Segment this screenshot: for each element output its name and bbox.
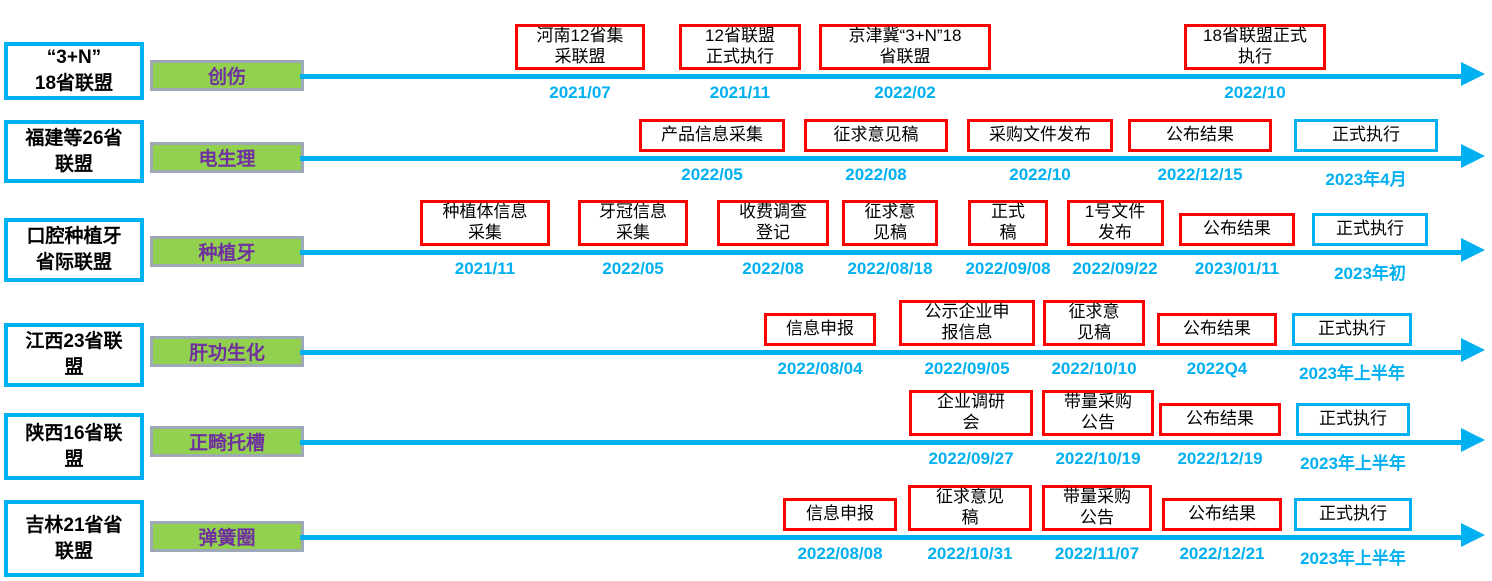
alliance-label: 陕西16省联 盟 (4, 413, 144, 480)
milestone-box: 公布结果 (1157, 313, 1277, 346)
timeline-line (300, 74, 1463, 79)
milestone-box: 京津冀“3+N”18 省联盟 (819, 24, 991, 70)
arrowhead-icon (1461, 62, 1485, 86)
milestone-date: 2022/02 (874, 83, 936, 102)
milestone-box: 信息申报 (783, 498, 897, 531)
timeline-line (300, 535, 1463, 540)
arrowhead-icon (1461, 144, 1485, 168)
milestone-box: 种植体信息 采集 (420, 200, 550, 246)
milestone-date: 2022/11/07 (1054, 544, 1140, 563)
milestone-date: 2022/12/19 (1177, 449, 1263, 468)
milestone-box: 河南12省集 采联盟 (515, 24, 645, 70)
category-label: 种植牙 (150, 236, 304, 267)
milestone-date: 2022/05 (681, 165, 743, 184)
milestone-date: 2022/10/19 (1055, 449, 1141, 468)
milestone-date: 2023/01/11 (1194, 259, 1280, 278)
milestone-date: 2021/07 (549, 83, 611, 102)
milestone-date: 2022/08 (742, 259, 804, 278)
timeline-line (300, 440, 1463, 445)
milestone-box: 产品信息采集 (639, 119, 785, 152)
timeline-line (300, 350, 1463, 355)
milestone-box: 企业调研 会 (909, 390, 1033, 436)
category-label: 创伤 (150, 60, 304, 91)
milestone-box: 征求意 见稿 (1043, 300, 1145, 346)
arrowhead-icon (1461, 338, 1485, 362)
milestone-date: 2022/12/15 (1157, 165, 1243, 184)
milestone-date: 2022/10/10 (1051, 359, 1137, 378)
milestone-box: 征求意见稿 (804, 119, 948, 152)
milestone-date: 2023年初 (1334, 264, 1406, 283)
milestone-date: 2022/09/05 (924, 359, 1010, 378)
milestone-date: 2022Q4 (1186, 359, 1248, 378)
milestone-box: 收费调查 登记 (717, 200, 829, 246)
category-label: 正畸托槽 (150, 426, 304, 457)
arrowhead-icon (1461, 428, 1485, 452)
alliance-label: 江西23省联 盟 (4, 323, 144, 387)
category-label: 电生理 (150, 142, 304, 173)
final-milestone-box: 正式执行 (1312, 213, 1428, 246)
milestone-date: 2022/08/04 (777, 359, 863, 378)
final-milestone-box: 正式执行 (1292, 313, 1412, 346)
milestone-box: 公示企业申 报信息 (899, 300, 1035, 346)
milestone-date: 2022/08 (845, 165, 907, 184)
milestone-box: 采购文件发布 (967, 119, 1113, 152)
category-label: 弹簧圈 (150, 521, 304, 552)
final-milestone-box: 正式执行 (1296, 403, 1410, 436)
milestone-date: 2022/10 (1009, 165, 1071, 184)
timeline-line (300, 250, 1463, 255)
alliance-label: 吉林21省省 联盟 (4, 500, 144, 577)
milestone-date: 2023年4月 (1325, 170, 1407, 189)
milestone-box: 信息申报 (764, 313, 876, 346)
milestone-date: 2022/09/08 (965, 259, 1051, 278)
milestone-box: 1号文件 发布 (1066, 200, 1164, 246)
arrowhead-icon (1461, 523, 1485, 547)
category-label: 肝功生化 (150, 336, 304, 367)
milestone-box: 带量采购 公告 (1042, 390, 1154, 436)
milestone-date: 2023年上半年 (1300, 549, 1406, 568)
milestone-box: 正式 稿 (968, 200, 1048, 246)
milestone-date: 2023年上半年 (1300, 454, 1406, 473)
milestone-box: 公布结果 (1128, 119, 1272, 152)
alliance-label: “3+N” 18省联盟 (4, 42, 144, 100)
milestone-date: 2022/10/31 (927, 544, 1013, 563)
milestone-box: 带量采购 公告 (1042, 485, 1152, 531)
milestone-box: 公布结果 (1179, 213, 1295, 246)
arrowhead-icon (1461, 238, 1485, 262)
timeline-line (300, 156, 1463, 161)
milestone-date: 2021/11 (709, 83, 771, 102)
milestone-date: 2022/08/08 (797, 544, 883, 563)
milestone-date: 2022/05 (602, 259, 664, 278)
milestone-date: 2023年上半年 (1299, 364, 1405, 383)
alliance-label: 口腔种植牙 省际联盟 (4, 218, 144, 282)
alliance-label: 福建等26省 联盟 (4, 120, 144, 183)
milestone-box: 12省联盟 正式执行 (679, 24, 801, 70)
milestone-date: 2021/11 (454, 259, 516, 278)
milestone-box: 18省联盟正式 执行 (1184, 24, 1326, 70)
final-milestone-box: 正式执行 (1294, 498, 1412, 531)
milestone-date: 2022/12/21 (1179, 544, 1265, 563)
milestone-date: 2022/08/18 (847, 259, 933, 278)
milestone-box: 征求意 见稿 (842, 200, 938, 246)
milestone-date: 2022/10 (1224, 83, 1286, 102)
final-milestone-box: 正式执行 (1294, 119, 1438, 152)
milestone-box: 公布结果 (1162, 498, 1282, 531)
milestone-box: 牙冠信息 采集 (578, 200, 688, 246)
milestone-box: 公布结果 (1159, 403, 1281, 436)
milestone-date: 2022/09/22 (1072, 259, 1158, 278)
milestone-date: 2022/09/27 (928, 449, 1014, 468)
milestone-box: 征求意见 稿 (908, 485, 1032, 531)
